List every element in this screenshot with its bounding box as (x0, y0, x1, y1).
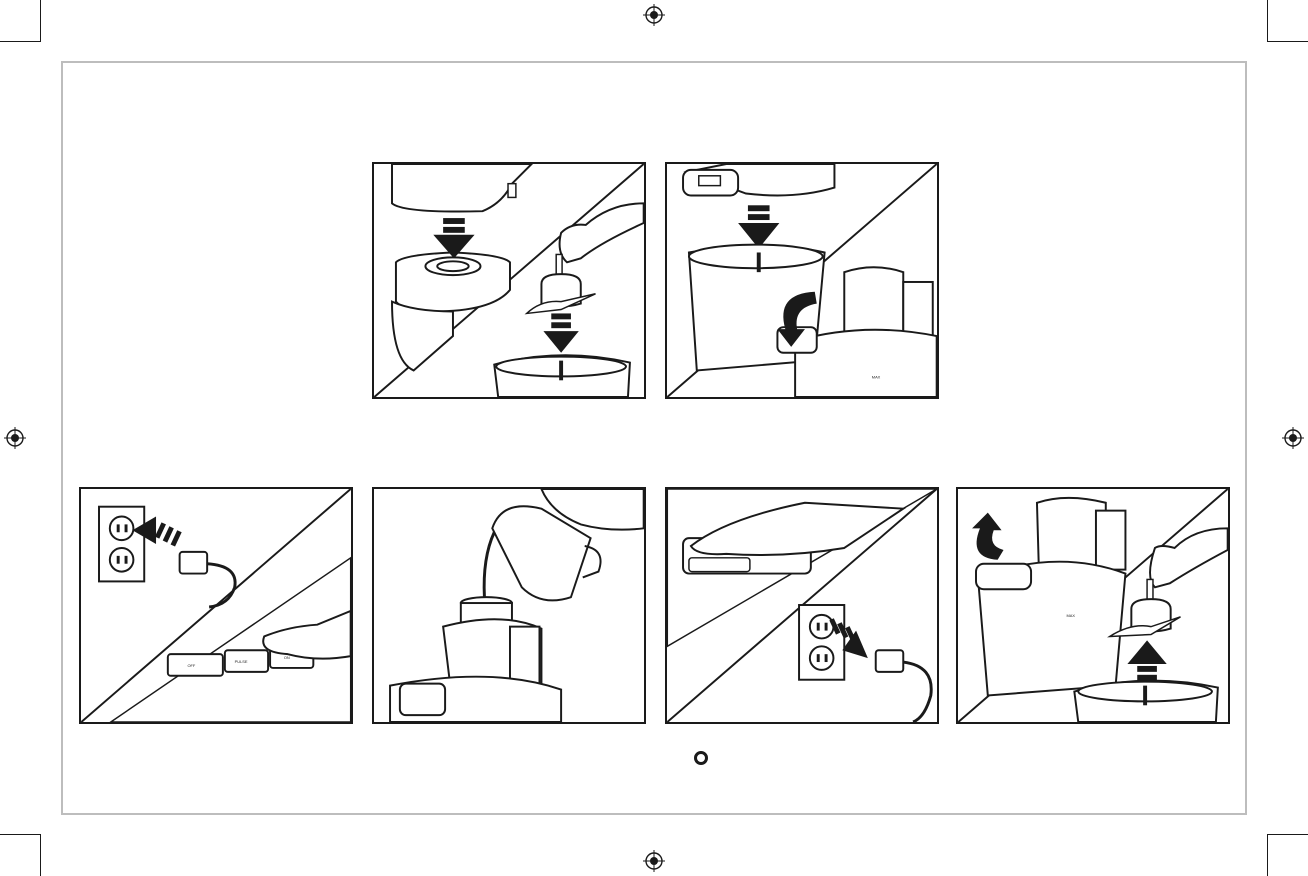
rotate-arrow-icon (972, 513, 1003, 560)
panel-assemble-blade (372, 162, 646, 399)
crop-mark-top-left-h (0, 41, 40, 42)
assemble-blade-illustration (374, 164, 644, 397)
crop-mark-top-left-v (40, 0, 41, 42)
wall-outlet-icon (99, 507, 144, 582)
panel-plug-in-and-start: OFF PULSE ON (79, 487, 353, 724)
crop-mark-bottom-left-h (0, 834, 40, 835)
plug-icon (876, 650, 931, 722)
panel-pour-ingredients (372, 487, 646, 724)
page-marker-circle-icon (694, 751, 708, 765)
up-arrow-icon (1127, 640, 1166, 680)
crop-mark-top-right-v (1267, 0, 1268, 42)
plug-in-illustration: OFF PULSE ON (81, 489, 351, 722)
pour-illustration (374, 489, 644, 722)
crop-mark-bottom-right-h (1268, 834, 1308, 835)
unplug-illustration (667, 489, 937, 722)
svg-text:MAX: MAX (1066, 613, 1075, 618)
registration-mark-bottom-icon (643, 850, 665, 872)
down-arrow-icon (543, 313, 578, 352)
crop-mark-top-right-h (1268, 41, 1308, 42)
down-arrow-icon (738, 205, 779, 248)
wall-outlet-icon (799, 605, 844, 680)
registration-mark-left-icon (4, 427, 26, 449)
remove-illustration: MAX (958, 489, 1228, 722)
registration-mark-right-icon (1282, 427, 1304, 449)
svg-text:ON: ON (284, 655, 290, 660)
panel-lock-lid: MAX (665, 162, 939, 399)
crop-mark-bottom-left-v (40, 834, 41, 876)
panel-remove-lid-and-blade: MAX (956, 487, 1230, 724)
svg-text:PULSE: PULSE (235, 659, 248, 664)
panel-turn-off-and-unplug (665, 487, 939, 724)
registration-mark-top-icon (643, 4, 665, 26)
crop-mark-bottom-right-v (1267, 834, 1268, 876)
svg-text:MAX: MAX (872, 374, 881, 379)
svg-text:OFF: OFF (187, 663, 195, 668)
plug-icon (180, 552, 235, 607)
lock-lid-illustration: MAX (667, 164, 937, 397)
